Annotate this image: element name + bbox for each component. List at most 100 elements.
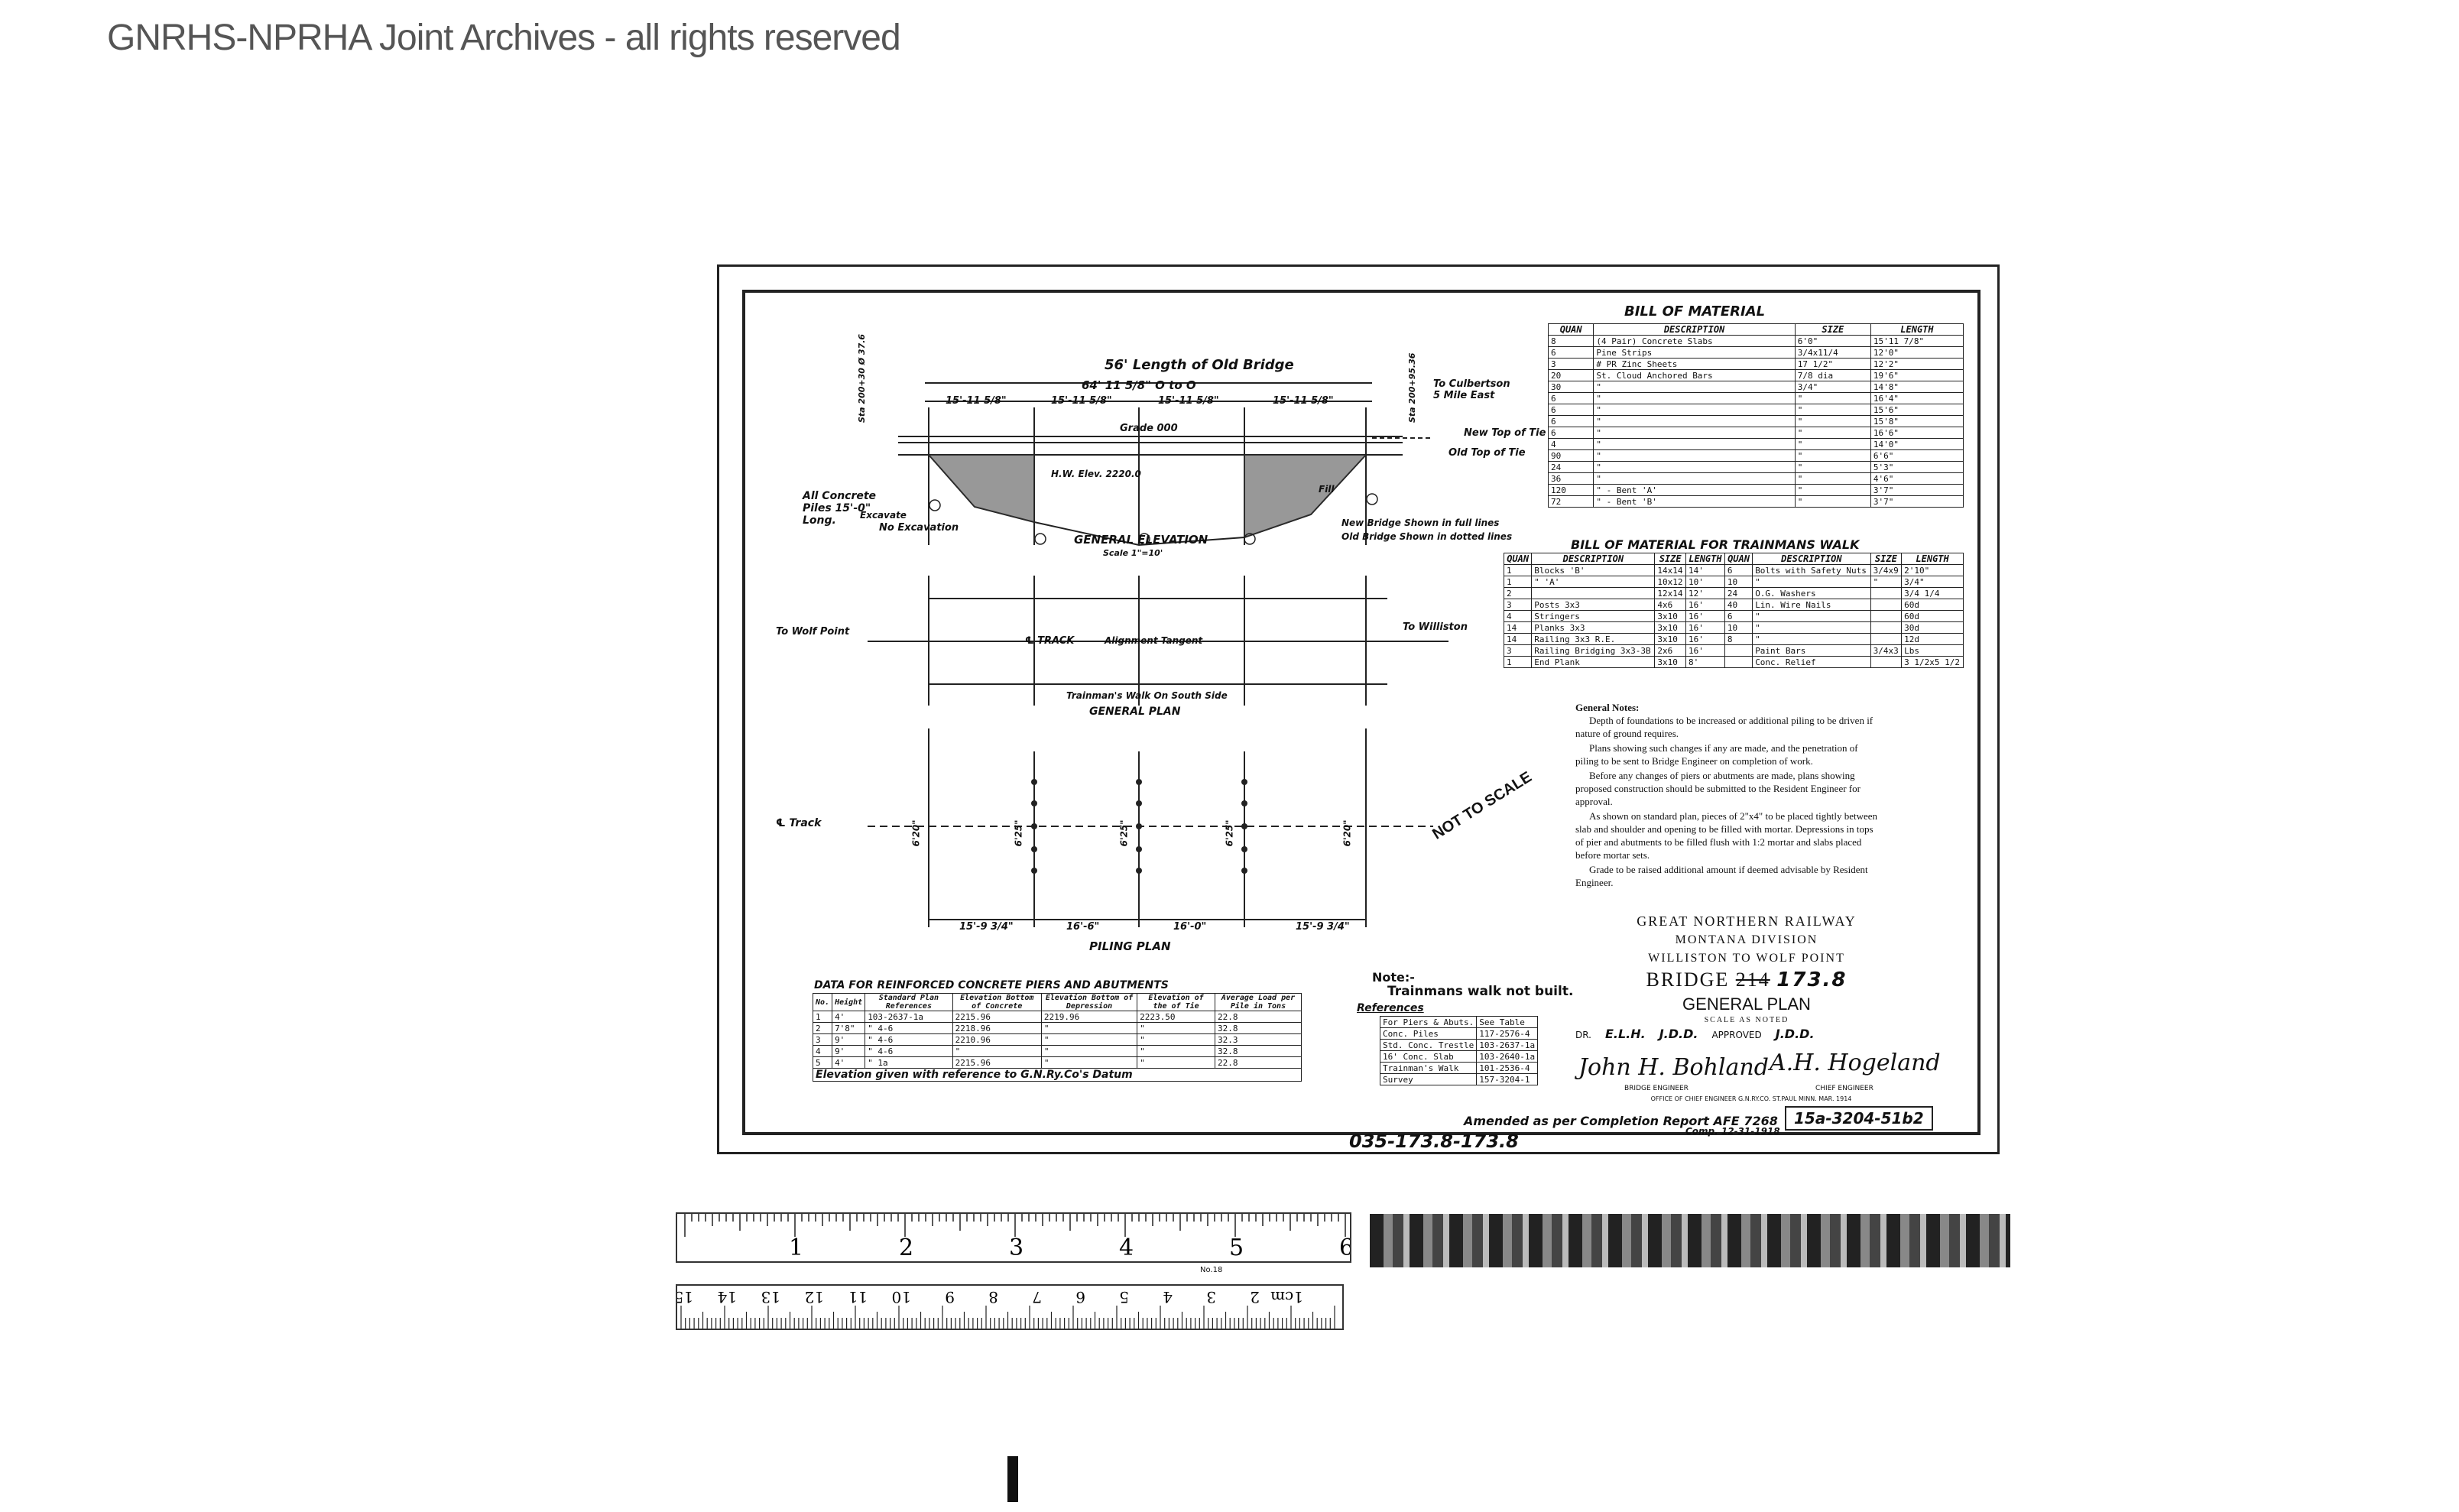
table-cell: 2 (812, 1022, 833, 1034)
drawing-number: 15a-3204-51b2 (1785, 1106, 1933, 1131)
table-cell: O.G. Washers (1752, 587, 1871, 599)
table-cell: " (1752, 633, 1871, 645)
table-cell: " 'A' (1531, 576, 1656, 588)
note-label: Note:- (1372, 970, 1415, 985)
general-elevation-title: GENERAL ELEVATION (1074, 533, 1208, 547)
table-cell: Conc. Relief (1752, 656, 1871, 668)
pile-span-4: 15'-9 3/4" (1296, 921, 1350, 933)
table-cell: 3/4 1/4 (1901, 587, 1964, 599)
table-cell: 2215.96 (952, 1056, 1042, 1069)
reference-cell: Std. Conc. Trestle (1379, 1039, 1478, 1051)
table-cell: " (1794, 415, 1871, 427)
table-cell: " (1593, 449, 1796, 462)
table-cell: 10' (1685, 576, 1725, 588)
note-paragraph: Before any changes of piers or abutments… (1575, 770, 1860, 807)
piers-table-title: DATA FOR REINFORCED CONCRETE PIERS AND A… (814, 979, 1169, 991)
traced-by: J.D.D. (1659, 1027, 1698, 1041)
table-cell: 12'0" (1870, 346, 1964, 359)
ruler-label: 5 (1119, 1288, 1129, 1306)
bridge-label: BRIDGE (1646, 969, 1730, 991)
track-centerline: ℄ TRACK (1025, 635, 1075, 647)
bom-header-quan: QUAN (1547, 323, 1594, 336)
table-cell: 4'6" (1870, 472, 1964, 485)
table-cell: " (1870, 576, 1903, 588)
table-cell: " (1593, 415, 1796, 427)
table-cell (1870, 633, 1903, 645)
table-cell: 60d (1901, 599, 1964, 611)
table-cell: " (1794, 461, 1871, 473)
ruler-label: 6 (1339, 1235, 1350, 1261)
table-cell: 3x10 (1654, 610, 1686, 622)
cm-ruler: 1cm23456789101112131415 (674, 1284, 1344, 1330)
bridge-engineer-signature: John H. Bohland (1578, 1054, 1769, 1081)
table-cell: 8 (1724, 633, 1753, 645)
table-cell: Planks 3x3 (1531, 621, 1656, 634)
bridge-number-struck: 214 (1735, 969, 1770, 991)
table-cell (1870, 599, 1903, 611)
table-cell: " (1593, 404, 1796, 416)
table-cell: " (1137, 1022, 1215, 1034)
drawing-sheet: 56' Length of Old Bridge 64' 11 5/8" O t… (717, 264, 2000, 1154)
table-cell: 15'6" (1870, 404, 1964, 416)
table-row: 6""16'4" (1547, 392, 1964, 404)
grade-label: Grade 000 (1120, 423, 1178, 434)
table-cell: Pine Strips (1593, 346, 1796, 359)
table-cell: 22.8 (1214, 1011, 1302, 1023)
ruler-label: 13 (761, 1288, 780, 1306)
table-cell: Lin. Wire Nails (1752, 599, 1871, 611)
table-row: 6""15'6" (1547, 404, 1964, 416)
drawing-frame: 56' Length of Old Bridge 64' 11 5/8" O t… (742, 290, 1981, 1152)
to-culbertson: To Culbertson 5 Mile East (1433, 378, 1510, 401)
piers-table-footer: Elevation given with reference to G.N.Ry… (813, 1068, 1302, 1082)
line-name: WILLISTON TO WOLF POINT (1648, 952, 1845, 965)
table-cell: 3 (1503, 644, 1533, 657)
pile-dim-3: 6'25" (1118, 819, 1130, 847)
reference-cell: 101-2536-4 (1476, 1062, 1539, 1074)
table-cell: 2223.50 (1137, 1011, 1215, 1023)
table-cell: (4 Pair) Concrete Slabs (1593, 335, 1796, 347)
table-header: Average Load per Pile in Tons (1214, 993, 1302, 1011)
table-header: DESCRIPTION (1531, 553, 1656, 565)
table-cell: 30d (1901, 621, 1964, 634)
trainmans-walk-note: Trainman's Walk On South Side (1066, 690, 1228, 701)
table-cell: Bolts with Safety Nuts (1752, 564, 1871, 576)
table-cell: 2'10" (1901, 564, 1964, 576)
table-cell: " (1040, 1033, 1138, 1046)
table-cell: 6 (1547, 392, 1594, 404)
index-number: 035-173.8-173.8 (1349, 1131, 1519, 1152)
color-reference-bar (1370, 1214, 2010, 1267)
table-header: Elevation of the of Tie (1137, 993, 1215, 1011)
drawn-label: DR. (1575, 1030, 1591, 1040)
table-cell: 36 (1547, 472, 1594, 485)
table-cell: 17 1/2" (1794, 358, 1871, 370)
table-row: 24""5'3" (1547, 461, 1964, 473)
table-cell: " (1752, 621, 1871, 634)
archive-watermark: GNRHS-NPRHA Joint Archives - all rights … (107, 18, 901, 58)
approved-label: APPROVED (1711, 1030, 1762, 1040)
table-cell: 3x10 (1654, 633, 1686, 645)
table-cell: 32.3 (1214, 1033, 1302, 1046)
piling-track-label: ℄ Track (776, 817, 822, 829)
table-cell: 2215.96 (952, 1011, 1042, 1023)
ruler-label: 4 (1163, 1288, 1173, 1306)
span-total: 64' 11 5/8" O to O (1082, 378, 1196, 392)
table-row: 36""4'6" (1547, 472, 1964, 485)
table-cell: 2218.96 (952, 1022, 1042, 1034)
table-cell: 16' (1685, 610, 1725, 622)
table-cell: " 4-6 (865, 1033, 953, 1046)
ruler-label: 2 (1250, 1288, 1260, 1306)
table-header: Standard Plan References (865, 993, 953, 1011)
table-cell: " (1593, 392, 1796, 404)
table-cell: 4' (832, 1011, 866, 1023)
table-header: Elevation Bottom of Concrete (952, 993, 1042, 1011)
pile-span-1: 15'-9 3/4" (959, 921, 1014, 933)
table-cell: 30 (1547, 381, 1594, 393)
table-cell: " - Bent 'B' (1593, 495, 1796, 508)
bridge-engineer-label: BRIDGE ENGINEER (1624, 1085, 1689, 1092)
